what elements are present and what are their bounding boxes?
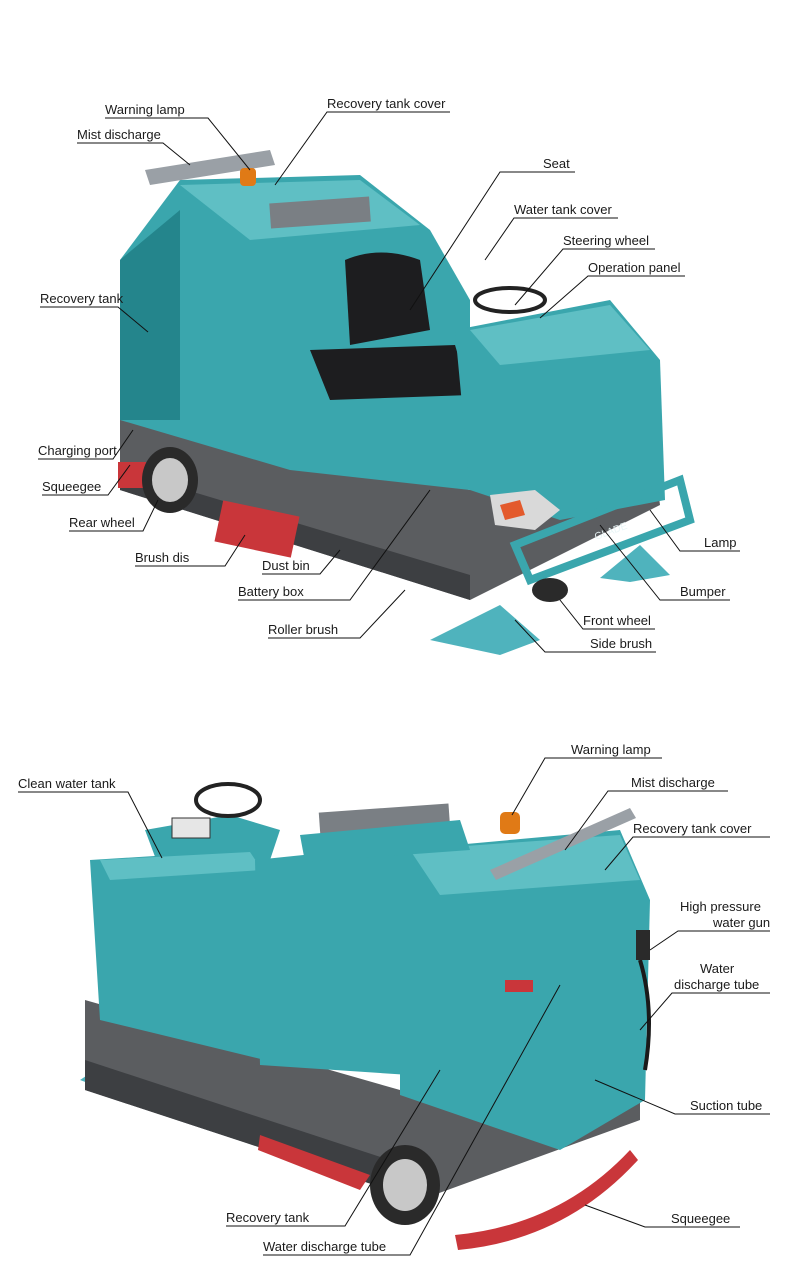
label-clean-water-tank: Clean water tank xyxy=(18,776,116,791)
leader-charging-port xyxy=(38,429,134,460)
bottom-machine-illustration xyxy=(80,782,651,1250)
leader-recovery-tank-cover xyxy=(274,111,450,186)
label-suction-tube: Suction tube xyxy=(690,1098,762,1113)
leader-seat xyxy=(409,171,575,311)
label-water-discharge-tube-bottom: Water discharge tube xyxy=(263,1239,386,1254)
label-rear-wheel: Rear wheel xyxy=(69,515,135,530)
label-bumper: Bumper xyxy=(680,584,726,599)
bottom-callouts: Warning lamp Clean water tank Mist disch… xyxy=(18,742,770,1256)
leader-recovery-tank xyxy=(40,306,149,333)
leader-recovery-tank-bottom xyxy=(226,1069,441,1227)
label-recovery-tank-cover: Recovery tank cover xyxy=(327,96,446,111)
label-recovery-tank-bottom: Recovery tank xyxy=(226,1210,310,1225)
leader-water-discharge-tube-right xyxy=(639,992,770,1031)
label-battery-box: Battery box xyxy=(238,584,304,599)
leader-operation-panel xyxy=(539,275,685,319)
leader-clean-water-tank xyxy=(18,791,163,859)
leader-lamp xyxy=(649,509,740,552)
leader-side-brush xyxy=(514,619,656,653)
label-warning-lamp-bottom: Warning lamp xyxy=(571,742,651,757)
leader-squeegee-top xyxy=(42,464,131,496)
label-recovery-tank-cover-bottom: Recovery tank cover xyxy=(633,821,752,836)
leader-water-discharge-tube-bottom xyxy=(263,984,561,1256)
leader-water-tank-cover xyxy=(484,217,618,261)
leader-mist-discharge-bottom xyxy=(564,790,728,851)
label-squeegee-top: Squeegee xyxy=(42,479,101,494)
label-operation-panel: Operation panel xyxy=(588,260,681,275)
leader-steering-wheel xyxy=(514,248,655,306)
label-seat: Seat xyxy=(543,156,570,171)
leader-high-pressure-water-gun xyxy=(649,930,770,951)
label-steering-wheel: Steering wheel xyxy=(563,233,649,248)
leader-squeegee-bottom xyxy=(584,1204,740,1228)
label-mist-discharge-bottom: Mist discharge xyxy=(631,775,715,790)
label-high-pressure-line2: water gun xyxy=(712,915,770,930)
leader-recovery-tank-cover-bottom xyxy=(604,836,770,871)
leader-rear-wheel xyxy=(69,499,159,532)
label-dust-bin: Dust bin xyxy=(262,558,310,573)
label-recovery-tank: Recovery tank xyxy=(40,291,124,306)
label-front-wheel: Front wheel xyxy=(583,613,651,628)
label-side-brush: Side brush xyxy=(590,636,652,651)
leader-roller-brush xyxy=(268,589,406,639)
leader-brush-dis xyxy=(135,534,246,567)
label-water-tank-cover: Water tank cover xyxy=(514,202,612,217)
top-callouts: Warning lamp Recovery tank cover Mist di… xyxy=(38,96,740,653)
label-high-pressure-line1: High pressure xyxy=(680,899,761,914)
label-mist-discharge: Mist discharge xyxy=(77,127,161,142)
leader-dust-bin xyxy=(262,549,341,575)
label-warning-lamp: Warning lamp xyxy=(105,102,185,117)
label-squeegee-bottom: Squeegee xyxy=(671,1211,730,1226)
leader-suction-tube xyxy=(594,1079,770,1115)
leader-warning-lamp-bottom xyxy=(511,757,662,816)
label-roller-brush: Roller brush xyxy=(268,622,338,637)
leader-front-wheel xyxy=(559,599,655,630)
leader-bumper xyxy=(599,524,730,601)
leader-battery-box xyxy=(238,489,431,601)
leader-warning-lamp xyxy=(105,117,251,171)
leader-mist-discharge xyxy=(77,142,191,166)
label-brush-dis: Brush dis xyxy=(135,550,190,565)
label-water-discharge-line1: Water xyxy=(700,961,735,976)
top-machine-illustration: GLADE xyxy=(118,150,695,655)
label-water-discharge-line2: discharge tube xyxy=(674,977,759,992)
label-charging-port: Charging port xyxy=(38,443,117,458)
label-lamp: Lamp xyxy=(704,535,737,550)
